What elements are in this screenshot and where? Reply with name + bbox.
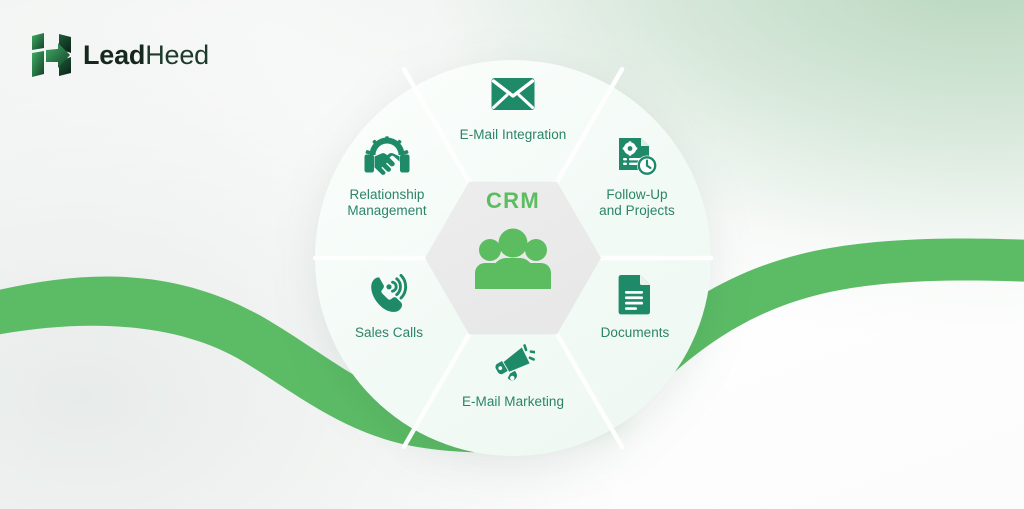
logo-mark-icon bbox=[30, 33, 72, 77]
logo-wordmark: LeadHeed bbox=[83, 39, 209, 70]
logo-word-heed: Heed bbox=[145, 39, 209, 70]
segment-label-followup-line1: Follow-Up bbox=[606, 187, 668, 202]
segment-documents[interactable]: Documents bbox=[571, 274, 699, 341]
segment-label-email-marketing: E-Mail Marketing bbox=[461, 394, 565, 409]
document-gear-clock-icon bbox=[575, 136, 699, 178]
phone-signal-icon bbox=[325, 274, 453, 316]
wheel-segments: E-Mail Integration bbox=[313, 58, 713, 458]
document-lines-icon bbox=[571, 274, 699, 316]
segment-label-documents: Documents bbox=[600, 325, 670, 340]
segment-label-followup-line2: and Projects bbox=[599, 203, 675, 219]
segment-email-integration[interactable]: E-Mail Integration bbox=[447, 76, 579, 143]
people-group-icon bbox=[449, 228, 577, 290]
segment-label-relationship-line1: Relationship bbox=[349, 187, 425, 202]
wheel-center-hub[interactable]: CRM bbox=[449, 166, 577, 350]
segment-followup-projects[interactable]: Follow-Up and Projects bbox=[575, 136, 699, 220]
segment-sales-calls[interactable]: Sales Calls bbox=[325, 274, 453, 341]
segment-label-sales-calls: Sales Calls bbox=[354, 325, 424, 340]
segment-relationship-management[interactable]: Relationship Management bbox=[323, 136, 451, 220]
segment-label-relationship-line2: Management bbox=[347, 203, 427, 219]
crm-wheel-diagram: E-Mail Integration bbox=[313, 58, 713, 458]
segment-email-marketing[interactable]: E-Mail Marketing bbox=[447, 343, 579, 410]
handshake-gear-icon bbox=[323, 136, 451, 178]
logo-word-lead: Lead bbox=[83, 39, 146, 70]
envelope-icon bbox=[447, 76, 579, 118]
brand-logo: LeadHeed bbox=[30, 33, 209, 77]
segment-label-email-integration: E-Mail Integration bbox=[459, 127, 567, 142]
megaphone-icon bbox=[447, 343, 579, 385]
hub-title-crm: CRM bbox=[485, 188, 540, 213]
